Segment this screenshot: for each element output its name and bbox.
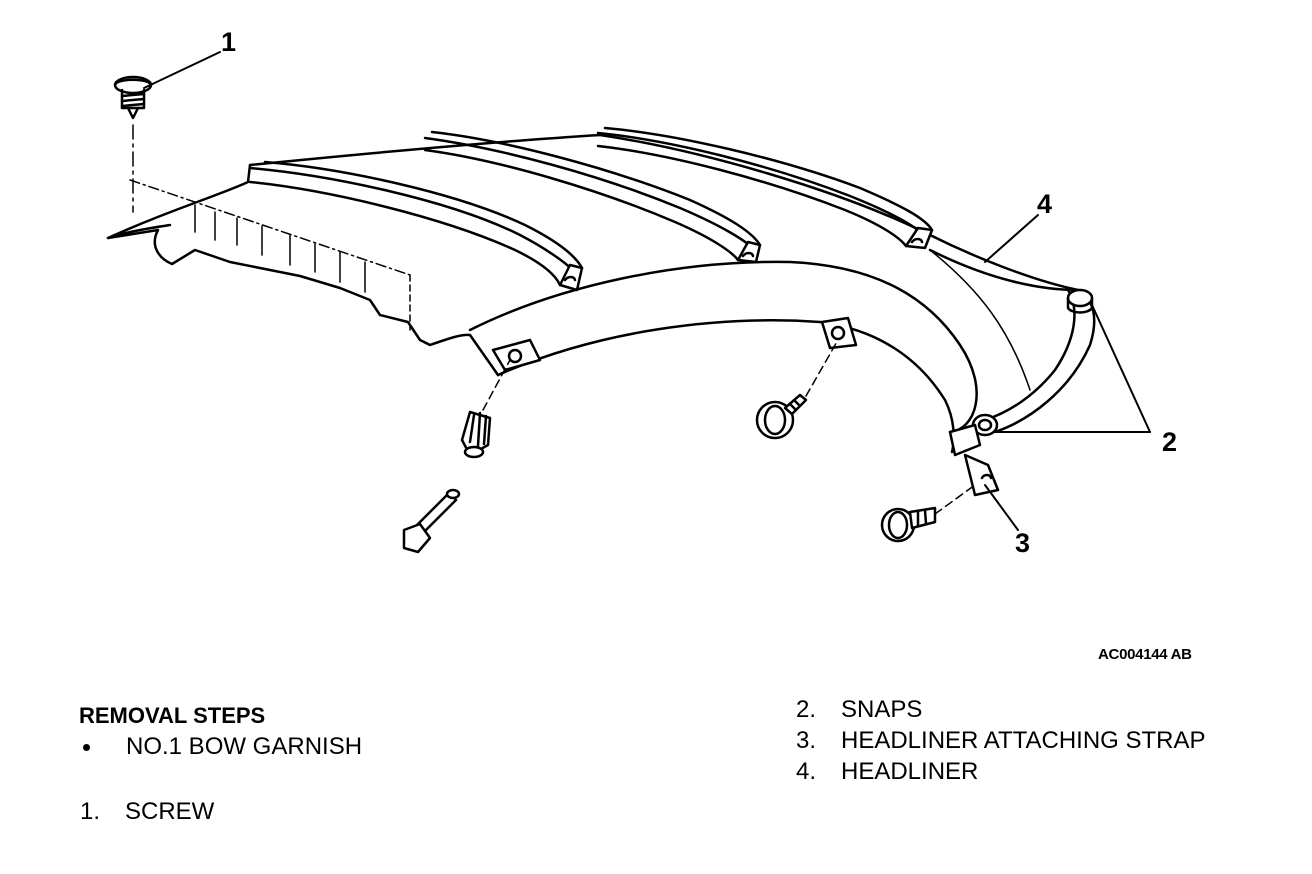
middle-screw bbox=[755, 339, 839, 440]
figure-code: AC004144 AB bbox=[1098, 646, 1192, 663]
step-number: 2. bbox=[796, 696, 817, 723]
step-item-2: 2. SNAPS bbox=[796, 698, 922, 722]
bow-1 bbox=[248, 160, 584, 292]
screw bbox=[113, 75, 153, 213]
bullet-item: NO.1 BOW GARNISH bbox=[80, 735, 362, 759]
tack-strip bbox=[129, 179, 411, 331]
step-item-4: 4. HEADLINER bbox=[796, 760, 978, 784]
step-label: HEADLINER bbox=[841, 758, 979, 785]
strap-screw bbox=[880, 484, 976, 543]
callout-3: 3 bbox=[1015, 528, 1031, 558]
callout-2: 2 bbox=[1162, 427, 1178, 457]
bow-3 bbox=[596, 126, 934, 250]
step-item-3: 3. HEADLINER ATTACHING STRAP bbox=[796, 729, 1206, 753]
callout-1: 1 bbox=[221, 27, 237, 57]
clip-middle bbox=[820, 316, 858, 350]
bullet-item-label: NO.1 BOW GARNISH bbox=[126, 733, 363, 760]
step-item-1: 1. SCREW bbox=[80, 800, 214, 824]
headliner-attaching-strap bbox=[948, 423, 1000, 497]
bow-2 bbox=[423, 130, 762, 264]
step-label: SCREW bbox=[125, 798, 215, 825]
step-label: HEADLINER ATTACHING STRAP bbox=[841, 727, 1206, 754]
snap-upper bbox=[1066, 288, 1094, 314]
leader-lines bbox=[143, 51, 1151, 531]
step-number: 4. bbox=[796, 758, 817, 785]
push-clip bbox=[402, 359, 511, 554]
bullet-icon bbox=[83, 743, 90, 751]
step-number: 1. bbox=[80, 798, 101, 825]
step-number: 3. bbox=[796, 727, 817, 754]
removal-steps-heading: REMOVAL STEPS bbox=[79, 703, 266, 728]
step-label: SNAPS bbox=[841, 696, 923, 723]
callout-4: 4 bbox=[1037, 189, 1053, 219]
clip-front bbox=[491, 338, 542, 372]
